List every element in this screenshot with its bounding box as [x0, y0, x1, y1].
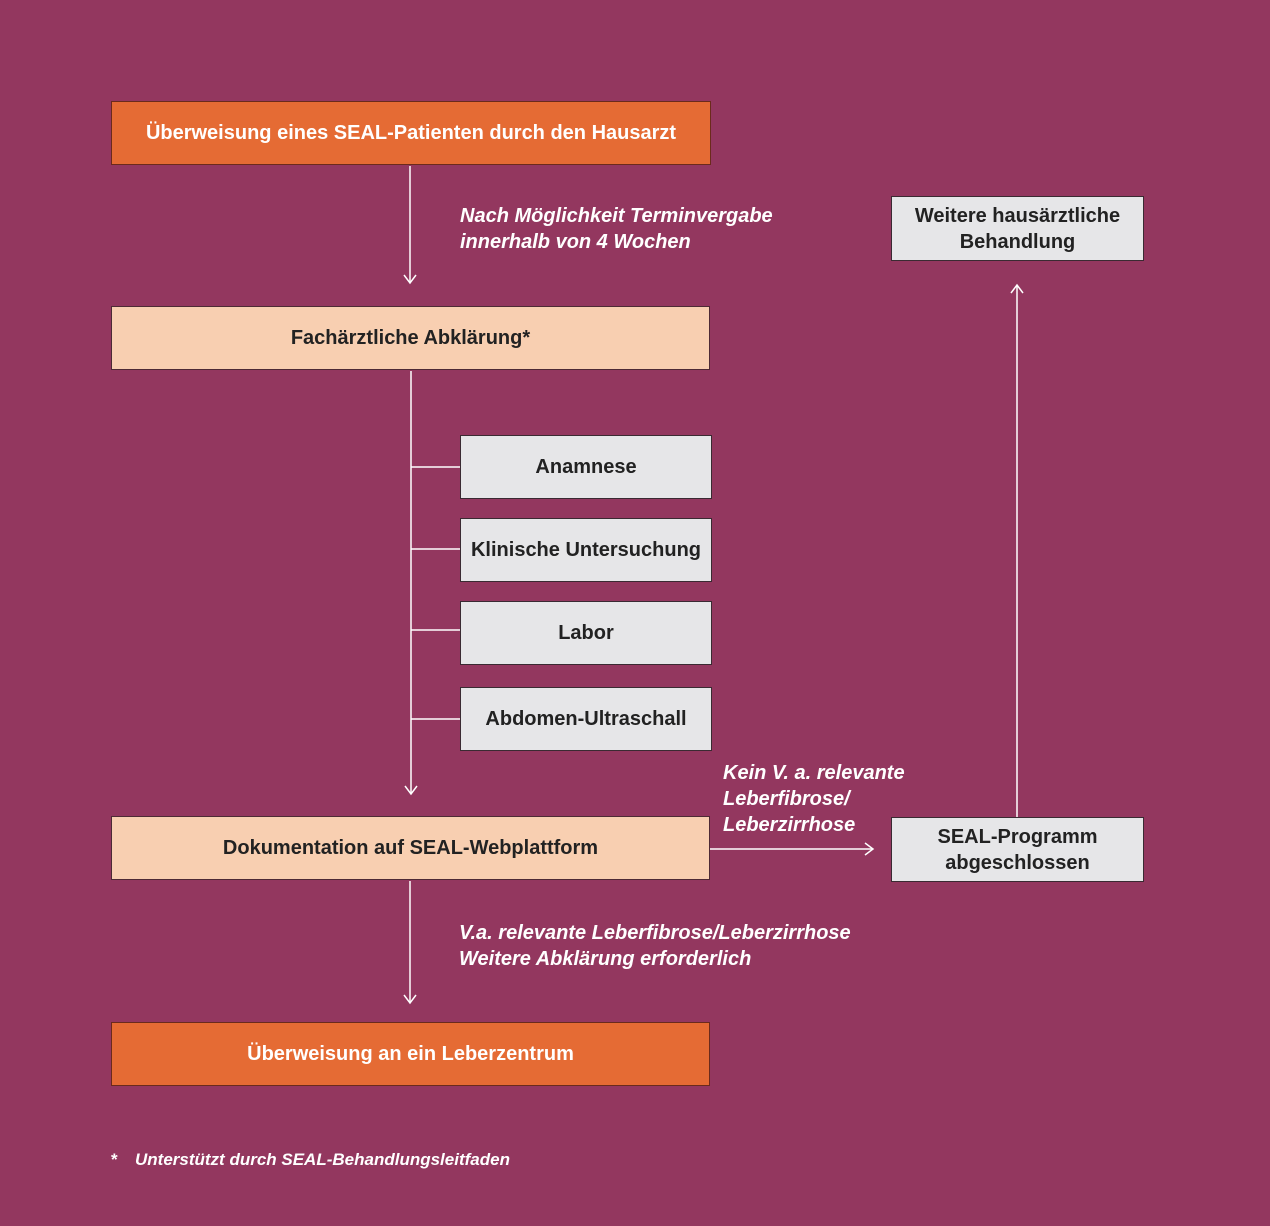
specialist-clarification-label: Fachärztliche Abklärung* — [290, 327, 531, 349]
footnote: * Unterstützt durch SEAL-Behandlungsleitf… — [111, 1150, 510, 1170]
suspicion-annotation: V.a. relevante Leberfibrose/Leberzirrhos… — [459, 920, 851, 972]
no-suspicion-annotation-line-1: Kein V. a. relevante — [723, 762, 905, 784]
appointment-annotation: Nach Möglichkeit Terminvergabe innerhalb… — [460, 203, 773, 255]
appointment-annotation-line-2: innerhalb von 4 Wochen — [460, 231, 691, 253]
arrowhead-down-icon — [404, 785, 418, 796]
no-suspicion-annotation-line-3: Leberzirrhose — [723, 814, 856, 836]
suspicion-annotation-line-2: Weitere Abklärung erforderlich — [459, 948, 752, 970]
program-completed-line-1: SEAL-Programm — [937, 825, 1098, 848]
referral-gp-label: Überweisung eines SEAL-Patienten durch d… — [145, 122, 677, 144]
arrowhead-up-icon — [1010, 283, 1024, 294]
specialist-clarification-box: Fachärztliche Abklärung* — [111, 306, 710, 370]
program-completed-line-2: abgeschlossen — [945, 851, 1090, 874]
referral-liver-center-label: Überweisung an ein Leberzentrum — [247, 1043, 574, 1065]
clinical-exam-box: Klinische Untersuchung — [460, 518, 712, 582]
documentation-label: Dokumentation auf SEAL-Webplattform — [222, 837, 599, 859]
footnote-marker: * — [111, 1150, 118, 1169]
abdomen-ultrasound-label: Abdomen-Ultraschall — [485, 708, 687, 730]
appointment-annotation-line-1: Nach Möglichkeit Terminvergabe — [460, 205, 773, 227]
no-suspicion-annotation: Kein V. a. relevante Leberfibrose/ Leber… — [723, 760, 905, 838]
program-completed-box: SEAL-Programm abgeschlossen — [891, 817, 1144, 882]
suspicion-annotation-line-1: V.a. relevante Leberfibrose/Leberzirrhos… — [459, 922, 851, 944]
lab-label: Labor — [558, 622, 614, 644]
documentation-box: Dokumentation auf SEAL-Webplattform — [111, 816, 710, 880]
arrowhead-right-icon — [864, 842, 875, 856]
no-suspicion-annotation-line-2: Leberfibrose/ — [723, 788, 850, 810]
further-gp-treatment-line-2: Behandlung — [959, 230, 1076, 253]
lab-box: Labor — [460, 601, 712, 665]
anamnesis-box: Anamnese — [460, 435, 712, 499]
referral-liver-center-box: Überweisung an ein Leberzentrum — [111, 1022, 710, 1086]
footnote-text: Unterstützt durch SEAL-Behandlungsleitfa… — [135, 1150, 510, 1169]
abdomen-ultrasound-box: Abdomen-Ultraschall — [460, 687, 712, 751]
referral-gp-box: Überweisung eines SEAL-Patienten durch d… — [111, 101, 711, 165]
arrowhead-down-icon — [403, 274, 417, 285]
further-gp-treatment-box: Weitere hausärztliche Behandlung — [891, 196, 1144, 261]
further-gp-treatment-line-1: Weitere hausärztliche — [914, 204, 1121, 227]
arrowhead-down-icon — [403, 994, 417, 1005]
anamnesis-label: Anamnese — [535, 456, 637, 478]
clinical-exam-label: Klinische Untersuchung — [470, 539, 702, 561]
